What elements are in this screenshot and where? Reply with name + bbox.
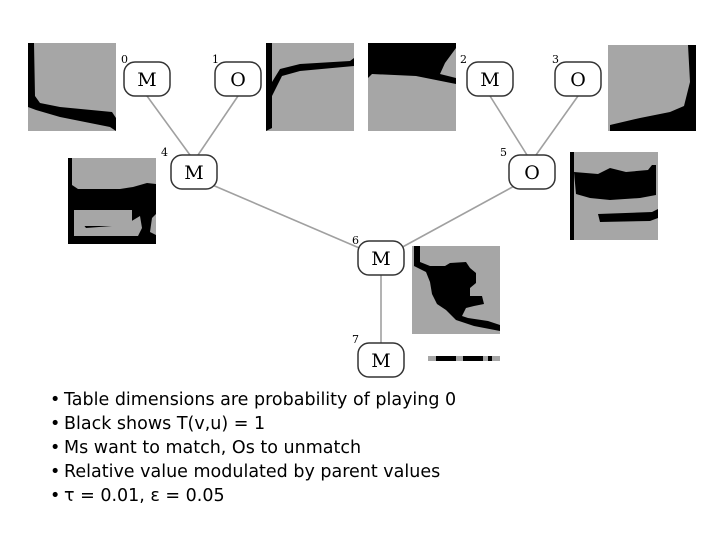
node-0-label: M [137,69,156,91]
notes-list: •Table dimensions are probability of pla… [50,388,456,508]
tree-node-2: M 2 [460,53,514,97]
tree-node-7: M 7 [352,333,405,378]
game-tree-diagram: M 0 O 1 M 2 O 3 M 4 O 5 M 6 M 7 [28,43,696,378]
note-text: Table dimensions are probability of play… [64,390,457,410]
node-2-index: 2 [460,53,467,66]
tree-node-1: O 1 [212,53,262,97]
edge-0-4 [146,95,191,156]
node-7-label: M [371,350,390,372]
note-text: τ = 0.01, ε = 0.05 [64,486,225,506]
node-1-label: O [230,69,246,91]
note-item: •τ = 0.01, ε = 0.05 [50,486,225,506]
tree-edges [146,95,579,343]
node-7-index: 7 [352,333,359,346]
note-item: •Relative value modulated by parent valu… [50,462,441,482]
tree-node-6: M 6 [352,234,405,276]
node-4-label: M [184,162,203,184]
node-5-label: O [524,162,540,184]
node-2-label: M [480,69,499,91]
tree-node-3: O 3 [552,53,602,97]
note-item: •Table dimensions are probability of pla… [50,390,457,410]
edge-5-6 [396,183,519,251]
note-item: •Ms want to match, Os to unmatch [50,438,362,458]
table-node-2 [368,43,456,131]
table-node-0 [28,43,116,131]
node-3-index: 3 [552,53,559,66]
tree-node-4: M 4 [161,146,218,190]
tree-node-0: M 0 [121,53,171,97]
note-text: Black shows T(v,u) = 1 [64,414,266,434]
note-text: Relative value modulated by parent value… [64,462,441,482]
node-1-index: 1 [212,53,219,66]
node-0-index: 0 [121,53,128,66]
edge-3-5 [535,95,579,156]
table-node-3 [608,45,696,131]
note-item: •Black shows T(v,u) = 1 [50,414,266,434]
edge-1-4 [197,95,239,156]
table-node-4 [68,158,156,244]
note-text: Ms want to match, Os to unmatch [64,438,362,458]
edge-2-5 [489,95,528,156]
node-6-label: M [371,248,390,270]
edge-4-6 [209,183,365,251]
table-node-6 [412,246,500,334]
node-4-index: 4 [161,146,168,159]
node-3-label: O [570,69,586,91]
table-node-7 [428,356,500,361]
tree-node-5: O 5 [500,146,556,190]
table-node-5 [570,152,658,240]
table-node-1 [266,43,354,131]
node-6-index: 6 [352,234,359,247]
node-5-index: 5 [500,146,507,159]
